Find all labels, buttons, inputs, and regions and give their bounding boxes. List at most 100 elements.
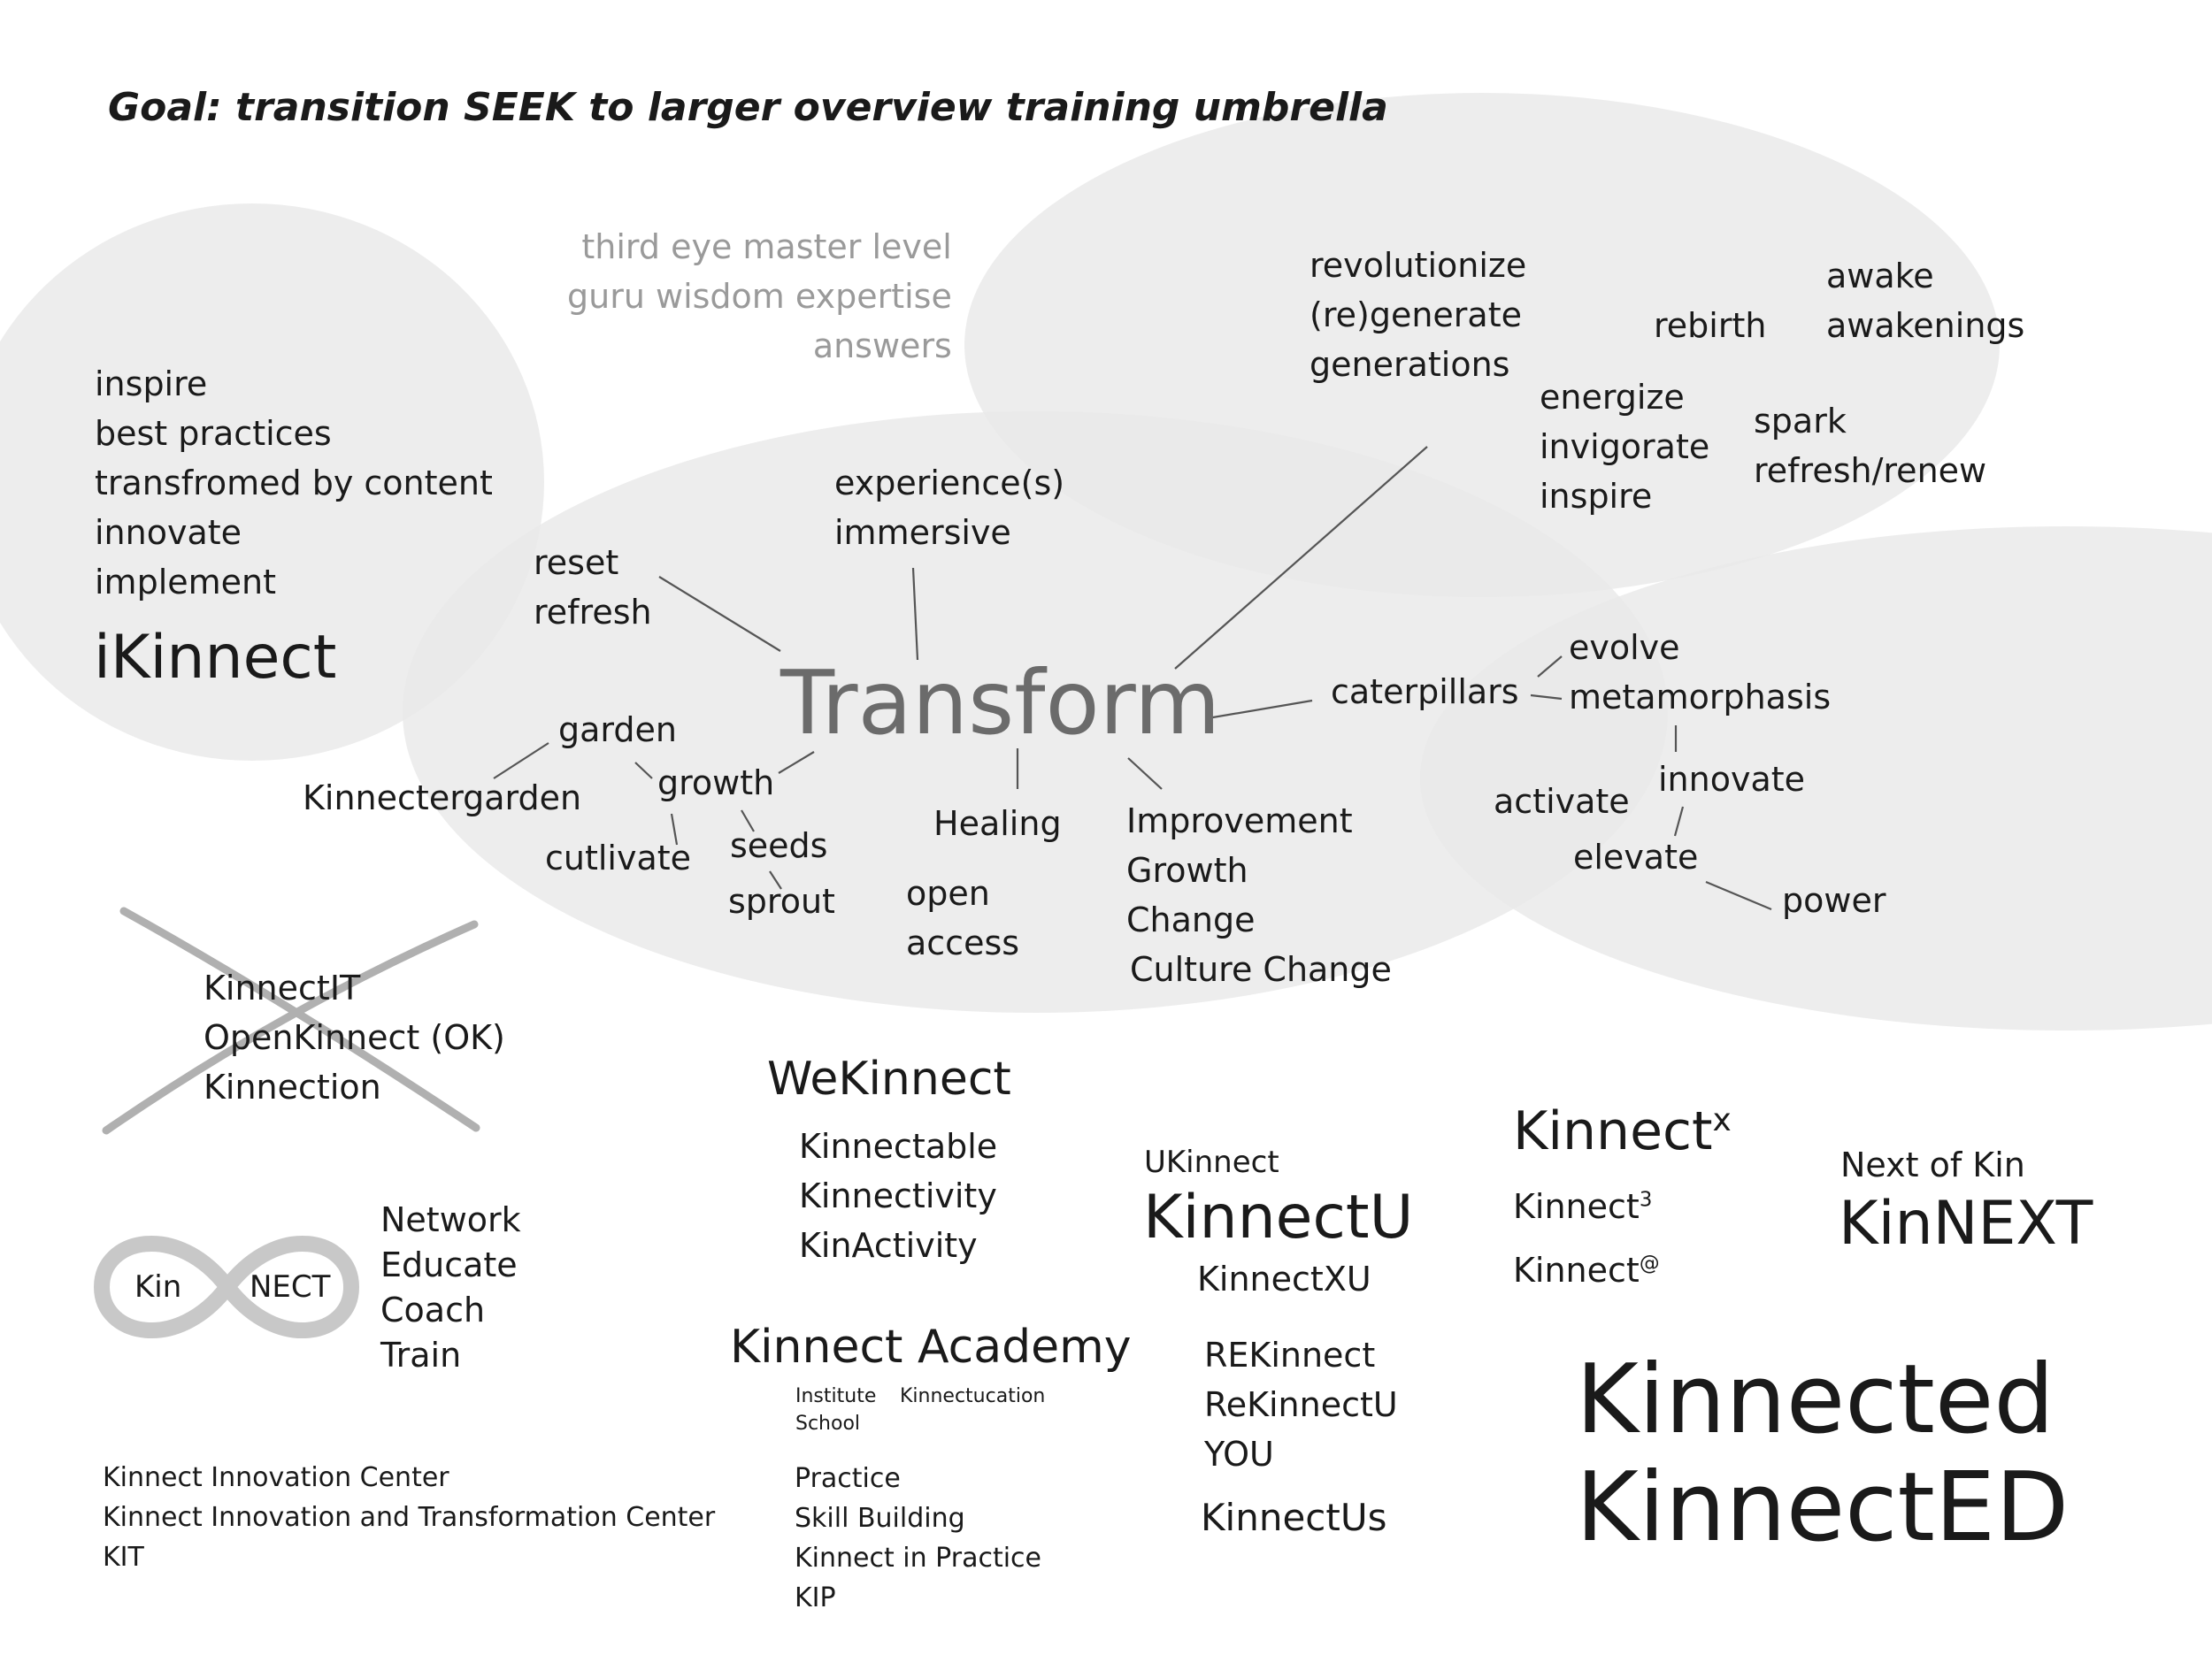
practice-list: Practice Skill Building Kinnect in Pract… [795,1459,1041,1618]
healing-item: Healing [933,804,1062,843]
metamorphasis-item: metamorphasis [1569,678,1832,716]
train-item: Train [380,1336,462,1375]
regenerate-item: (re)generate [1310,295,1522,334]
access-item: access [906,923,1020,962]
ikinnect-ellipse [0,203,544,761]
line-seeds-sprout [769,870,782,890]
educate-item: Educate [380,1245,518,1284]
spark-group: spark refresh/renew [1754,396,1986,495]
you-item: YOU [1204,1435,1274,1474]
kinnect-at: Kinnect@ [1513,1249,1660,1292]
open-item: open [906,874,990,913]
line-growth-transform [778,751,815,774]
ukinnect-small: UKinnect [1144,1145,1279,1180]
evolve-item: evolve [1569,628,1680,667]
infinity-nect-label: NECT [250,1269,331,1305]
activate-item: activate [1494,782,1630,821]
next-of-kin-small: Next of Kin [1840,1145,2025,1184]
kinnect-at-base: Kinnect [1513,1251,1640,1290]
refresh-renew-item: refresh/renew [1754,451,1987,490]
infinity-loop [93,1236,360,1338]
wekinnect-item: Kinnectable [799,1127,998,1166]
practice-item: Skill Building [795,1503,965,1534]
growth-change-item: Growth [1126,851,1248,890]
inspire-item: inspire [1540,477,1653,516]
rekinnect-list: REKinnect ReKinnectU YOU [1204,1330,1398,1479]
line-revolution [1174,446,1428,670]
seeds-item: seeds [730,826,828,865]
infinity-icon [93,1236,360,1338]
energize-item: energize [1540,378,1685,417]
ikinnect-item: transfromed by content [95,464,493,502]
institute-item: Institute [795,1385,877,1407]
invigorate-item: invigorate [1540,427,1710,466]
cluster-ellipses [0,93,2212,1031]
sprout-item: sprout [728,882,835,921]
kinnect-at-sup: @ [1639,1252,1660,1276]
line-caterpillars [1207,699,1313,720]
line-garden-growth [634,762,653,779]
center-transform: Transform [780,651,1221,755]
cutlivate-item: cutlivate [545,839,692,877]
generations-item: generations [1310,345,1510,384]
kinnectu-big: KinnectU [1143,1183,1414,1253]
innovation-item: Kinnect Innovation Center [103,1462,449,1493]
kinnectucation-item: Kinnectucation [900,1385,1046,1407]
gray-line-2: guru wisdom expertise [567,277,952,316]
kinnect-3-sup: 3 [1639,1188,1653,1212]
revolutionize-item: revolutionize [1310,246,1527,285]
wekinnect-item: KinActivity [799,1226,978,1265]
gray-line-1: third eye master level [581,227,952,266]
culture-change-item: Culture Change [1130,950,1392,989]
cross-stroke-1 [119,907,480,1132]
line-power [1705,880,1772,911]
innovate-item: innovate [1658,760,1806,799]
ikinnect-item: innovate [95,513,242,552]
rekinnect-item: REKinnect [1204,1336,1376,1375]
wekinnect-item: Kinnectivity [799,1176,997,1215]
kinnectxu-item: KinnectXU [1197,1260,1371,1299]
kinnected-item: Kinnected [1576,1345,2055,1455]
ikinnect-item: inspire [95,364,208,403]
growth-item: growth [657,763,775,802]
school-item: School [795,1413,861,1435]
garden-item: garden [558,710,677,749]
rekinnectu-item: ReKinnectU [1204,1385,1398,1424]
crossed-item: KinnectIT [204,969,361,1008]
crossed-item: Kinnection [204,1068,381,1107]
experience-item: experience(s) [834,464,1065,502]
experience-group: experience(s) immersive [834,458,1064,557]
kinnected-ed-item: KinnectED [1576,1452,2070,1563]
line-evolve [1537,655,1563,678]
kinnectus-item: KinnectUs [1201,1496,1387,1539]
refresh-item: refresh [534,593,652,632]
open-access-group: open access [906,869,1019,968]
kinnect-3: Kinnect3 [1513,1185,1652,1229]
crossed-item: OpenKinnect (OK) [204,1018,505,1057]
practice-item: KIP [795,1582,836,1613]
reset-item: reset [534,543,619,582]
line-improvement [1127,757,1163,790]
awake-group: awake awakenings [1826,251,2024,350]
cross-stroke-2 [102,920,479,1135]
awakenings-item: awakenings [1826,306,2025,345]
kinnected-group: Kinnected KinnectED [1576,1346,2069,1562]
wekinnect-list: Kinnectable Kinnectivity KinActivity [799,1122,997,1270]
caterpillars-item: caterpillars [1331,672,1519,711]
kinnect-x-base: Kinnect [1513,1100,1713,1162]
line-garden-kinnectergarden [493,742,549,779]
kinnect-x-sup: x [1712,1102,1732,1138]
coach-item: Coach [380,1291,486,1329]
elevate-item: elevate [1573,838,1699,877]
revolution-group: revolutionize (re)generate generations [1310,241,1526,389]
ikinnect-item: best practices [95,414,332,453]
line-growth-cutlivate [670,813,679,846]
ikinnect-label: iKinnect [94,623,337,693]
reset-group: reset refresh [534,538,652,637]
innovation-item: KIT [103,1542,144,1573]
energize-group: energize invigorate inspire [1540,372,1709,521]
kinnect-3-base: Kinnect [1513,1187,1640,1226]
connector-lines [493,446,1772,911]
change-item: Change [1126,900,1256,939]
